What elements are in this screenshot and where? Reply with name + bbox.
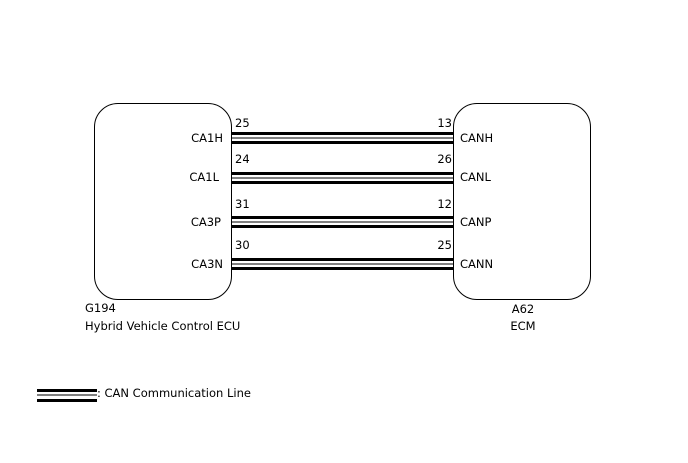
can-wire-ca1l-canl — [231, 172, 453, 184]
left-pin-label-3: CA3P — [190, 215, 221, 229]
right-pin-label-2: CANL — [460, 170, 491, 184]
right-pin-label-4: CANN — [460, 257, 494, 271]
legend-label: : CAN Communication Line — [97, 386, 251, 400]
legend-can-line-symbol — [37, 388, 97, 404]
right-ecu-box — [453, 103, 591, 300]
left-pin-number-4: 30 — [235, 238, 250, 252]
left-pin-number-3: 31 — [235, 197, 250, 211]
left-pin-number-1: 25 — [235, 116, 250, 130]
left-pin-label-4: CA3N — [191, 257, 223, 271]
left-pin-label-2: CA1L — [189, 170, 219, 184]
left-ecu-box — [94, 103, 232, 300]
right-pin-number-4: 25 — [437, 238, 452, 252]
left-connector-code: G194 — [85, 301, 116, 315]
right-pin-label-1: CANH — [460, 131, 494, 145]
right-pin-label-3: CANP — [460, 215, 492, 229]
can-wire-ca3p-canp — [231, 216, 453, 228]
right-pin-number-1: 13 — [437, 116, 452, 130]
left-ecu-name: Hybrid Vehicle Control ECU — [85, 319, 241, 333]
right-connector-code: A62 — [511, 302, 535, 316]
can-wire-ca3n-cann — [231, 258, 453, 270]
right-ecu-name: ECM — [510, 319, 536, 333]
right-pin-number-3: 12 — [437, 197, 452, 211]
left-pin-number-2: 24 — [235, 152, 250, 166]
can-wire-ca1h-canh — [231, 132, 453, 144]
left-pin-label-1: CA1H — [191, 131, 223, 145]
right-pin-number-2: 26 — [437, 152, 452, 166]
